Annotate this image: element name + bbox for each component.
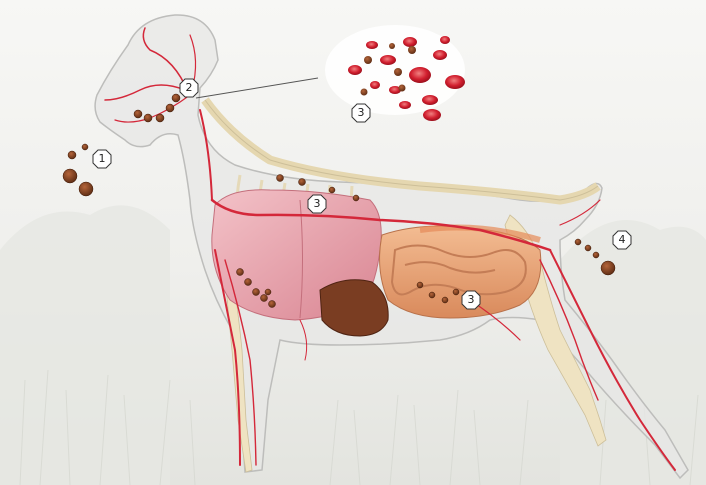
marker-3-intestine: 3 xyxy=(461,290,481,310)
marker-1-label: 1 xyxy=(92,149,112,169)
liver xyxy=(320,280,388,336)
marker-4: 4 xyxy=(612,230,632,250)
marker-3-intestine-label: 3 xyxy=(461,290,481,310)
marker-2-label: 2 xyxy=(179,78,199,98)
marker-3-chest-label: 3 xyxy=(307,194,327,214)
marker-3-blood: 3 xyxy=(351,103,371,123)
marker-3-blood-label: 3 xyxy=(351,103,371,123)
marker-2: 2 xyxy=(179,78,199,98)
marker-1: 1 xyxy=(92,149,112,169)
marker-4-label: 4 xyxy=(612,230,632,250)
marker-3-chest: 3 xyxy=(307,194,327,214)
